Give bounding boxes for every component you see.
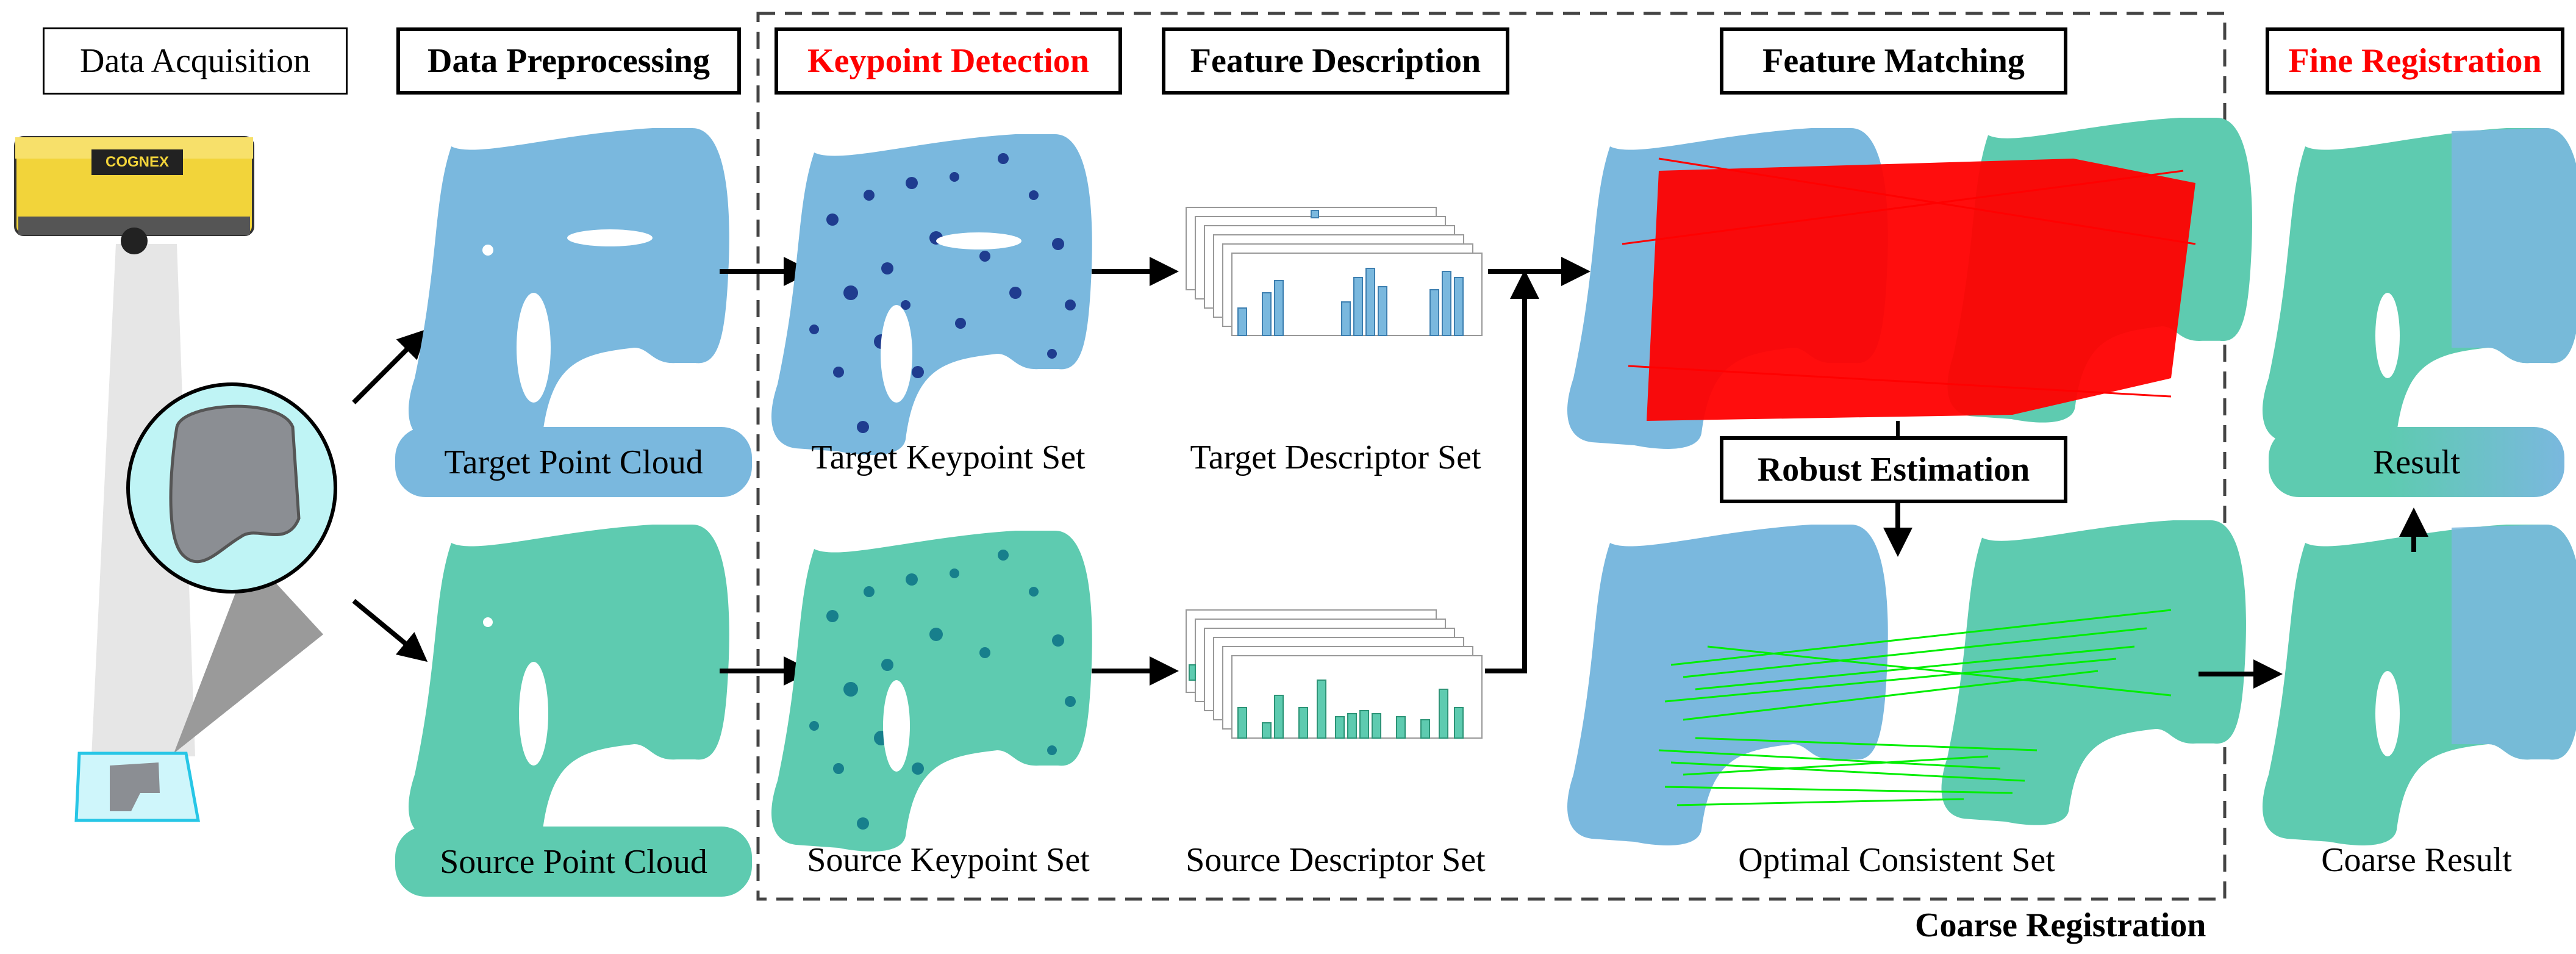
target-point-cloud-icon bbox=[409, 128, 729, 449]
source-point-cloud-label: Source Point Cloud bbox=[395, 827, 752, 897]
result-icon bbox=[2263, 128, 2576, 449]
stage-keypoint-detection: Keypoint Detection bbox=[775, 27, 1122, 95]
stage-feature-matching: Feature Matching bbox=[1720, 27, 2067, 95]
stage-fine-registration: Fine Registration bbox=[2266, 27, 2564, 95]
source-point-cloud-icon bbox=[409, 525, 729, 845]
coarse-registration-frame bbox=[756, 12, 2227, 901]
source-histogram-icon bbox=[1186, 609, 1483, 739]
stage-robust-estimation: Robust Estimation bbox=[1720, 436, 2067, 503]
target-keypoint-cloud-icon bbox=[771, 134, 1092, 455]
source-keypoint-set-label: Source Keypoint Set bbox=[807, 841, 1090, 879]
target-keypoint-set-label: Target Keypoint Set bbox=[811, 439, 1086, 476]
zoom-cone bbox=[174, 555, 323, 753]
target-histogram-icon bbox=[1186, 207, 1483, 336]
coarse-result-label: Coarse Result bbox=[2321, 841, 2512, 879]
source-keypoint-cloud-icon bbox=[771, 531, 1092, 852]
camera-brand-label: COGNEX bbox=[105, 154, 169, 170]
feature-matching-icon bbox=[1567, 118, 2252, 449]
result-label: Result bbox=[2269, 427, 2564, 497]
source-descriptor-set-label: Source Descriptor Set bbox=[1186, 841, 1486, 879]
coarse-result-icon bbox=[2263, 525, 2576, 845]
coarse-registration-title: Coarse Registration bbox=[1915, 906, 2206, 944]
target-point-cloud-label: Target Point Cloud bbox=[395, 427, 752, 497]
stage-data-acquisition: Data Acquisition bbox=[43, 27, 348, 95]
stage-feature-description: Feature Description bbox=[1162, 27, 1509, 95]
target-descriptor-set-label: Target Descriptor Set bbox=[1190, 439, 1481, 476]
optimal-consistent-set-icon bbox=[1567, 520, 2246, 845]
camera-icon bbox=[14, 136, 254, 254]
optimal-consistent-set-label: Optimal Consistent Set bbox=[1738, 841, 2055, 879]
stage-data-preprocessing: Data Preprocessing bbox=[396, 27, 741, 95]
